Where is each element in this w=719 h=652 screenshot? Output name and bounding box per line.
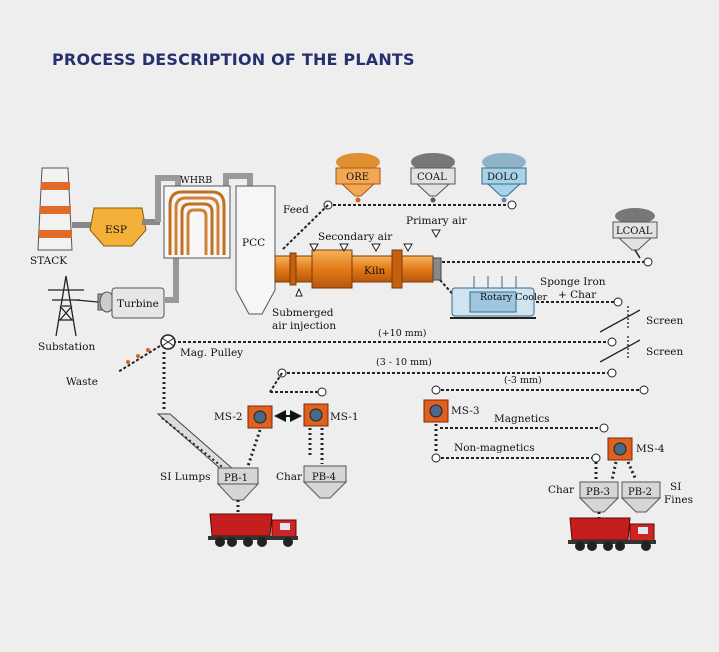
si-lumps-label: SI Lumps [160,471,210,483]
dump-truck-2 [568,517,656,551]
submerged-air-label-2: air injection [272,320,336,332]
non-magnetics-label: Non-magnetics [454,442,535,454]
coal-hopper [410,153,456,197]
ms-3-separator[interactable] [423,399,449,423]
truck-discharge [236,500,601,522]
ms-2-separator[interactable] [247,405,273,429]
minus3-conveyor [431,385,649,395]
turbine-label: Turbine [117,298,159,310]
ms-discharge [246,428,324,467]
feed-label: Feed [283,204,309,216]
screens [599,306,641,363]
primary-air-label: Primary air [406,215,468,227]
screen-label-2: Screen [646,346,684,358]
dolo-hopper [481,153,527,197]
pcc-label: PCC [242,237,265,249]
ms-1-separator[interactable] [303,403,329,427]
sponge-iron-label: Sponge Iron [540,276,606,288]
dolo-label: DOLO [487,172,518,183]
pb-3-label: PB-3 [586,487,610,498]
secondary-air-arrows [309,243,413,253]
submerged-air-arrow [295,287,303,297]
ms-4-label: MS-4 [636,443,665,455]
ore-hopper [335,153,381,197]
page-title: PROCESS DESCRIPTION OF THE PLANTS [52,50,415,69]
secondary-air-label: Secondary air [318,231,393,243]
esp-label: ESP [105,224,127,236]
lcoal-hopper [612,208,658,251]
substation-tower [48,275,99,337]
si-fines-label: SI [670,481,681,493]
ms-2-label: MS-2 [214,411,243,423]
pb-1-bin [216,467,260,501]
kiln-label: Kiln [364,265,386,277]
pb-1-label: PB-1 [224,473,248,484]
dump-truck-1 [208,513,298,547]
sponge-iron-label-2: + Char [558,289,597,301]
magnetics-label: Magnetics [494,413,550,425]
ms-3-label: MS-3 [451,405,480,417]
pb-3-bin [578,481,620,513]
plus10-label: (+10 mm) [378,328,427,339]
char-label-1: Char [276,471,303,483]
pb-2-label: PB-2 [628,487,652,498]
3-10mm-conveyor [269,368,617,397]
coal-label: COAL [417,172,447,183]
stack-label: STACK [30,255,67,267]
lcoal-conveyor [442,249,653,267]
pb-2-bin [620,481,662,513]
minus3-label: (-3 mm) [504,375,542,386]
rotary-cooler [439,276,623,319]
magnetics-conveyor [431,423,638,481]
rotary-cooler-label: Rotary Cooler [480,292,548,303]
si-fines-label-2: Fines [664,494,693,506]
ms-1-label: MS-1 [330,411,359,423]
char-label-2: Char [548,484,575,496]
3-10mm-label: (3 - 10 mm) [376,357,432,368]
turbine [97,287,165,319]
pcc [235,185,290,315]
substation-label: Substation [38,341,95,353]
screen-label-1: Screen [646,315,684,327]
lcoal-label: LCOAL [616,226,653,237]
ore-label: ORE [346,172,369,183]
mag-pulley-label: Mag. Pulley [180,347,243,359]
waste-label: Waste [66,376,98,388]
ms-4-separator[interactable] [607,437,633,461]
mag-pulley [117,334,176,410]
rotary-kiln [274,249,442,289]
plus10-conveyor [168,337,617,347]
primary-air-arrow [431,229,441,239]
feed-conveyor [281,197,517,251]
whrb [163,185,231,259]
pb-4-bin [302,465,348,499]
pb-4-label: PB-4 [312,472,336,483]
stack [37,167,73,251]
whrb-label: WHRB [180,175,212,186]
submerged-air-label: Submerged [272,307,334,319]
